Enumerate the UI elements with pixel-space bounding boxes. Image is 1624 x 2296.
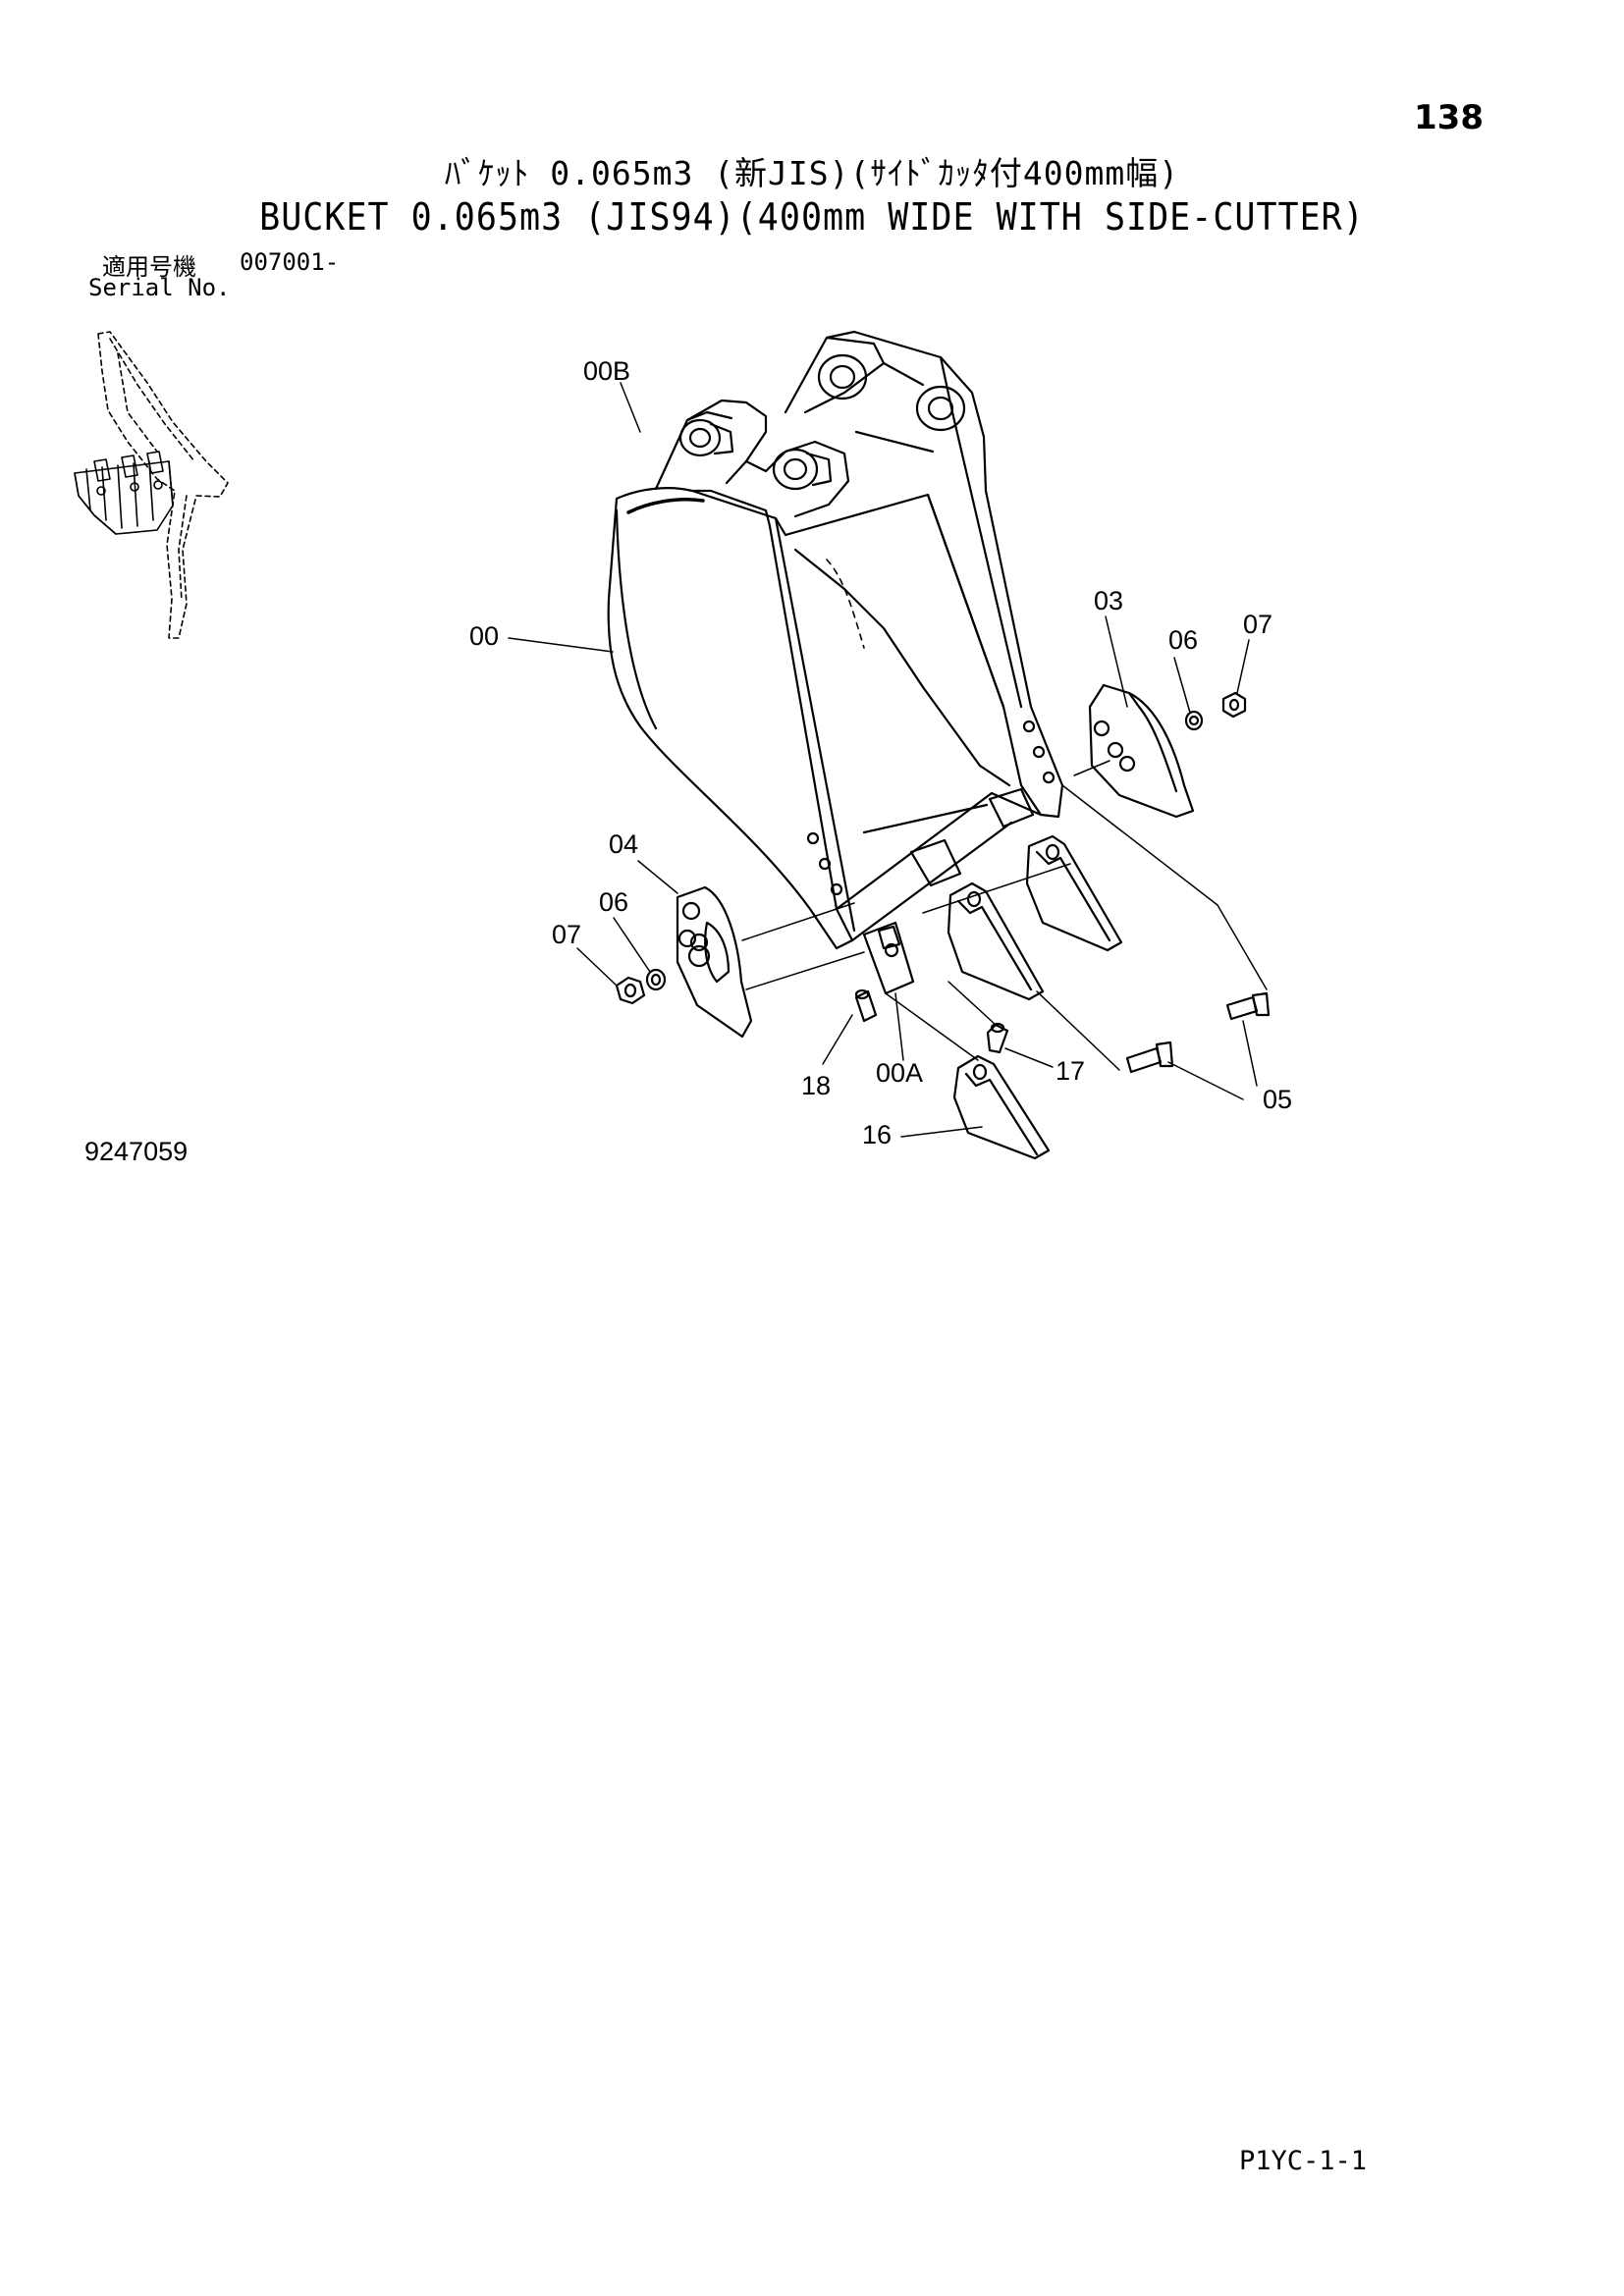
tooth-adapters-00A	[862, 787, 1035, 995]
bucket-tooth-16	[947, 834, 1123, 1160]
callout-03: 03	[1094, 586, 1123, 615]
assembly-lines	[741, 760, 1268, 1071]
mounting-bosses-00B	[654, 336, 966, 518]
callout-07-left: 07	[552, 920, 581, 949]
callout-labels: 00B 00 03 06 07 04 06 07 18 00A 17 16 05	[469, 356, 1292, 1149]
title-english: BUCKET 0.065m3 (JIS94)(400mm WIDE WITH S…	[259, 196, 1365, 240]
callout-06-right: 06	[1168, 625, 1198, 655]
callout-06-left: 06	[599, 887, 628, 917]
callout-05: 05	[1263, 1085, 1292, 1114]
callout-16: 16	[862, 1120, 892, 1149]
serial-number-value: 007001-	[240, 248, 340, 276]
callout-leader-lines	[508, 382, 1258, 1138]
callout-00: 00	[469, 621, 499, 651]
tooth-pin-17	[986, 1022, 1009, 1054]
drawing-number: 9247059	[84, 1137, 189, 1166]
excavator-locator-thumbnail	[74, 331, 229, 639]
nut-07-left	[615, 976, 646, 1005]
bolts-05	[1125, 991, 1271, 1074]
page-reference: P1YC-1-1	[1239, 2146, 1368, 2176]
lock-rubber-18	[854, 988, 878, 1023]
nut-07-right	[1221, 691, 1247, 719]
washer-06-left	[645, 968, 667, 991]
callout-18: 18	[801, 1071, 831, 1100]
callout-00B: 00B	[583, 356, 630, 386]
washer-06-right	[1184, 710, 1204, 731]
serial-label-english: Serial No.	[88, 274, 231, 301]
callout-00A: 00A	[876, 1058, 923, 1088]
callout-04: 04	[609, 829, 638, 859]
page-number: 138	[1414, 98, 1484, 137]
serial-label-japanese: 適用号機	[102, 253, 196, 281]
title-japanese: ﾊﾞｹｯﾄ 0.065m3 (新JIS)(ｻｲﾄﾞｶｯﾀ付400mm幅)	[444, 154, 1180, 192]
side-cutter-03	[1088, 683, 1195, 819]
callout-17: 17	[1056, 1056, 1085, 1086]
bucket-body-00	[607, 330, 1064, 950]
side-cutter-04	[676, 885, 753, 1039]
callout-07-right: 07	[1243, 610, 1272, 639]
